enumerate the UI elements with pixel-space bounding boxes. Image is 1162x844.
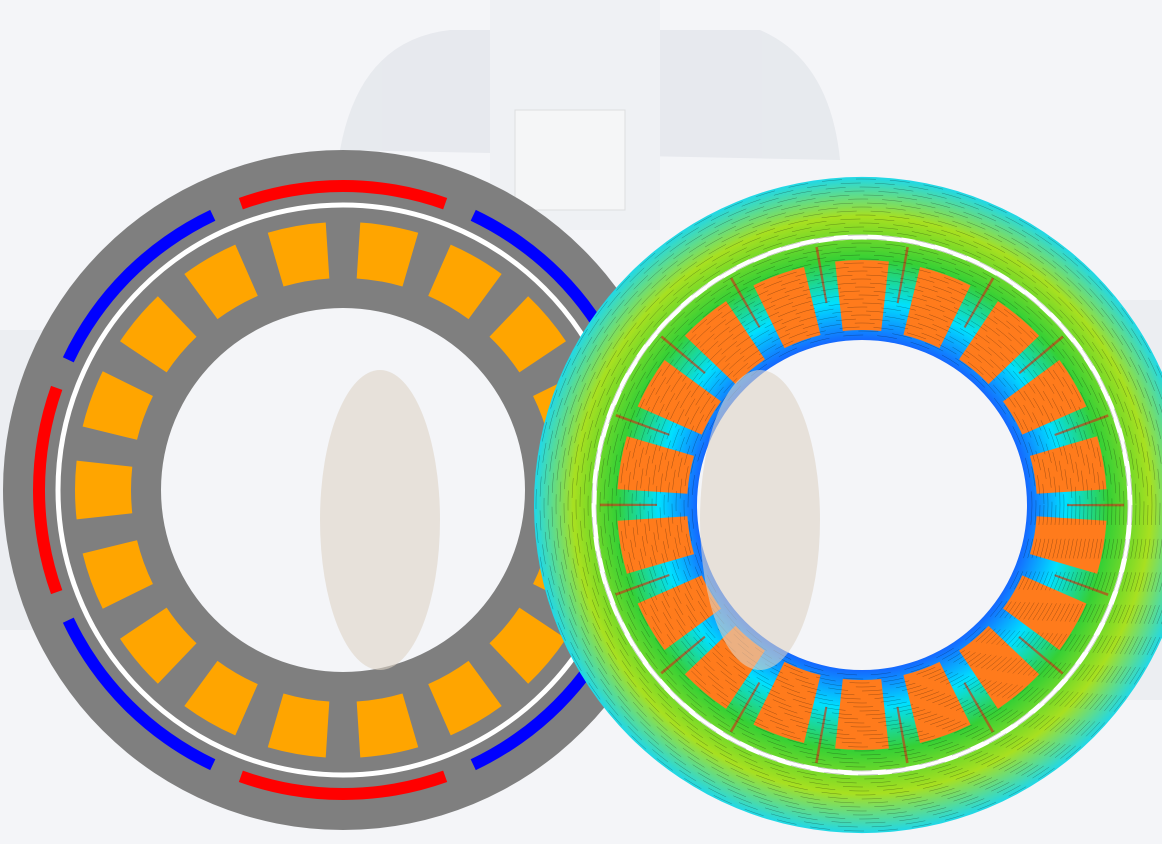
flux-concentration (660, 335, 706, 374)
flux-concentration (896, 246, 909, 304)
flux-line (547, 190, 1162, 820)
coil-slot (835, 678, 889, 750)
flux-line (571, 214, 1153, 796)
coil-slot (120, 296, 197, 373)
coil-slot (82, 371, 153, 440)
coil-slot (753, 266, 821, 349)
magnet-red (238, 180, 448, 210)
flux-line (579, 222, 1145, 788)
coil-slot (184, 244, 258, 320)
coil-slot (637, 359, 721, 435)
flux-line (651, 294, 1073, 716)
flux-line (627, 270, 1097, 740)
magnetic-field-simulation (534, 177, 1162, 833)
coil-slot (184, 660, 258, 736)
flux-line (615, 258, 1109, 752)
flux-line (607, 250, 1117, 760)
flux-line (587, 230, 1137, 780)
flux-concentration (896, 706, 909, 764)
flux-line (643, 286, 1081, 724)
flux-line (591, 234, 1133, 776)
coil-slot (617, 516, 695, 574)
flux-line (635, 278, 1089, 732)
flux-line (639, 282, 1085, 728)
flux-line (575, 218, 1149, 792)
flux-concentration (615, 574, 670, 596)
coil-slot (753, 661, 821, 744)
coil-slot (1029, 516, 1107, 574)
coil-slot (356, 693, 419, 758)
flux-concentration (815, 246, 828, 304)
flux-line (543, 186, 1162, 824)
coil-slot (835, 259, 889, 332)
coil-slot (267, 222, 330, 287)
flux-line (659, 302, 1065, 708)
flux-concentration (600, 503, 658, 507)
flux-line (583, 226, 1141, 784)
flux-concentration (615, 414, 670, 436)
coil-slot (684, 301, 765, 385)
coil-slot (1003, 575, 1087, 651)
coil-slot (1003, 359, 1087, 435)
flux-concentration (1018, 335, 1064, 375)
flux-line (619, 262, 1105, 748)
coil-slot (903, 266, 971, 349)
flux-line (679, 322, 1045, 688)
flux-line (663, 306, 1061, 704)
coil-slot (959, 625, 1040, 709)
coil-slot (74, 460, 133, 520)
coil-slot (120, 607, 197, 684)
coil-slot (428, 660, 502, 736)
magnet-red (32, 385, 63, 595)
flux-line (535, 178, 1162, 832)
flux-line (603, 246, 1121, 764)
coil-slot (959, 301, 1040, 385)
flux-line (647, 290, 1077, 720)
background-coil-photo (320, 370, 820, 670)
flux-concentration (815, 706, 828, 764)
flux-concentration (729, 277, 761, 328)
coil-slot (617, 436, 695, 494)
air-gap (591, 234, 1133, 776)
coil-slot (637, 575, 721, 651)
coil-slot (428, 244, 502, 320)
coil-slot (1029, 436, 1107, 494)
coil-slot (356, 222, 419, 287)
flux-line (611, 254, 1113, 756)
stator-rotor-cross-section (3, 150, 683, 830)
flux-line (655, 298, 1069, 712)
flux-line (551, 194, 1162, 816)
flux-concentration (963, 682, 995, 733)
coil-slot (903, 661, 971, 744)
flux-concentration (1018, 636, 1064, 675)
flux-line (595, 238, 1129, 772)
flux-line (567, 210, 1157, 800)
magnet-blue (62, 617, 216, 771)
magnet-red (238, 770, 448, 800)
flux-line (631, 274, 1093, 736)
flux-line (555, 198, 1162, 812)
flux-line (683, 326, 1041, 684)
flux-line (667, 310, 1057, 700)
magnet-blue (62, 209, 216, 363)
flux-concentration (1054, 414, 1109, 436)
flux-concentration (1054, 574, 1109, 596)
flux-concentration (963, 277, 995, 329)
flux-line (687, 330, 1037, 680)
flux-line (563, 206, 1161, 804)
flux-concentration (660, 635, 706, 675)
flux-line (623, 266, 1101, 744)
flux-line (675, 318, 1049, 692)
coil-slot (489, 607, 566, 684)
flux-concentration (1066, 503, 1124, 507)
flux-concentration (729, 681, 761, 733)
flux-line (671, 314, 1053, 696)
coil-slot (82, 540, 153, 609)
coil-slot (489, 296, 566, 373)
coil-slot (267, 693, 330, 758)
flux-line (599, 242, 1125, 768)
flux-line (691, 334, 1033, 676)
